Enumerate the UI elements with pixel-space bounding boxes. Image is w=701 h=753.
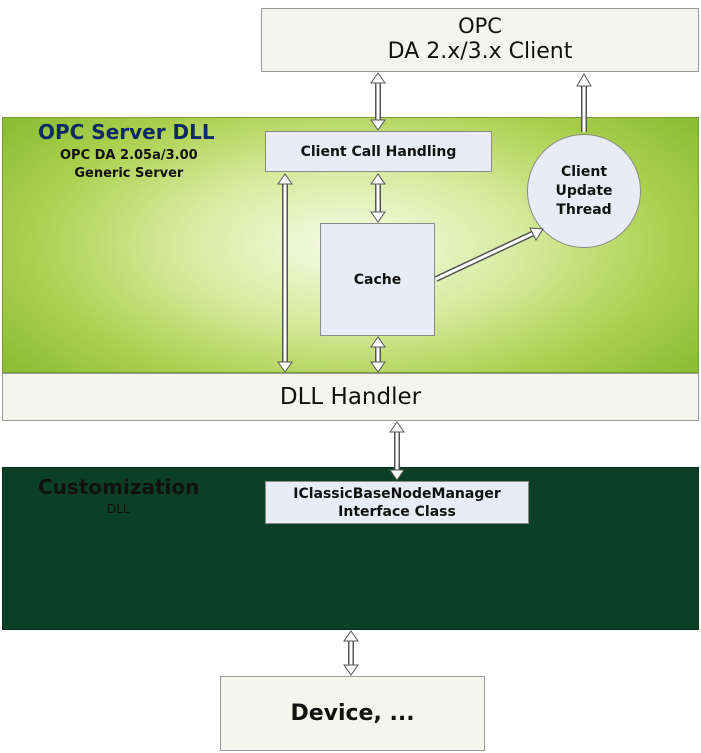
iclassic-line2: Interface Class bbox=[338, 503, 456, 520]
client-update-thread-circle: Client Update Thread bbox=[527, 134, 641, 248]
opc-client-box: OPC DA 2.x/3.x Client bbox=[261, 8, 699, 72]
arrow-head-customization-bottom bbox=[343, 630, 359, 642]
client-update-thread-line1: Client bbox=[560, 163, 608, 180]
client-call-handling-box: Client Call Handling bbox=[265, 131, 492, 172]
opc-server-dll-subtitle-line1: OPC DA 2.05a/3.00 bbox=[60, 148, 198, 163]
iclassic-line1: IClassicBaseNodeManager bbox=[293, 485, 501, 502]
opc-server-dll-title: OPC Server DLL bbox=[38, 120, 215, 144]
opc-client-label-line2: DA 2.x/3.x Client bbox=[387, 39, 573, 64]
client-update-thread-line2: Update bbox=[555, 182, 613, 199]
opc-client-label-line1: OPC bbox=[458, 14, 502, 38]
client-update-thread-line3: Thread bbox=[556, 201, 612, 218]
customization-dll-title: Customization bbox=[38, 475, 200, 499]
opc-server-dll-subtitle-line2: Generic Server bbox=[74, 166, 184, 181]
cache-box: Cache bbox=[320, 223, 435, 336]
customization-dll-subtitle: DLL bbox=[107, 502, 130, 516]
arrow-head-client-top bbox=[370, 72, 386, 84]
arrow-head-device-top bbox=[343, 664, 359, 676]
dll-handler-box: DLL Handler bbox=[2, 373, 699, 421]
iclassic-interface-class-box: IClassicBaseNodeManager Interface Class bbox=[265, 481, 529, 524]
arrow-head-to-client bbox=[576, 73, 592, 87]
arrow-head-dllhandler-bottom bbox=[389, 421, 405, 433]
opc-server-dll-subtitle: OPC DA 2.05a/3.00 Generic Server bbox=[60, 147, 198, 183]
device-box: Device, ... bbox=[220, 676, 485, 751]
